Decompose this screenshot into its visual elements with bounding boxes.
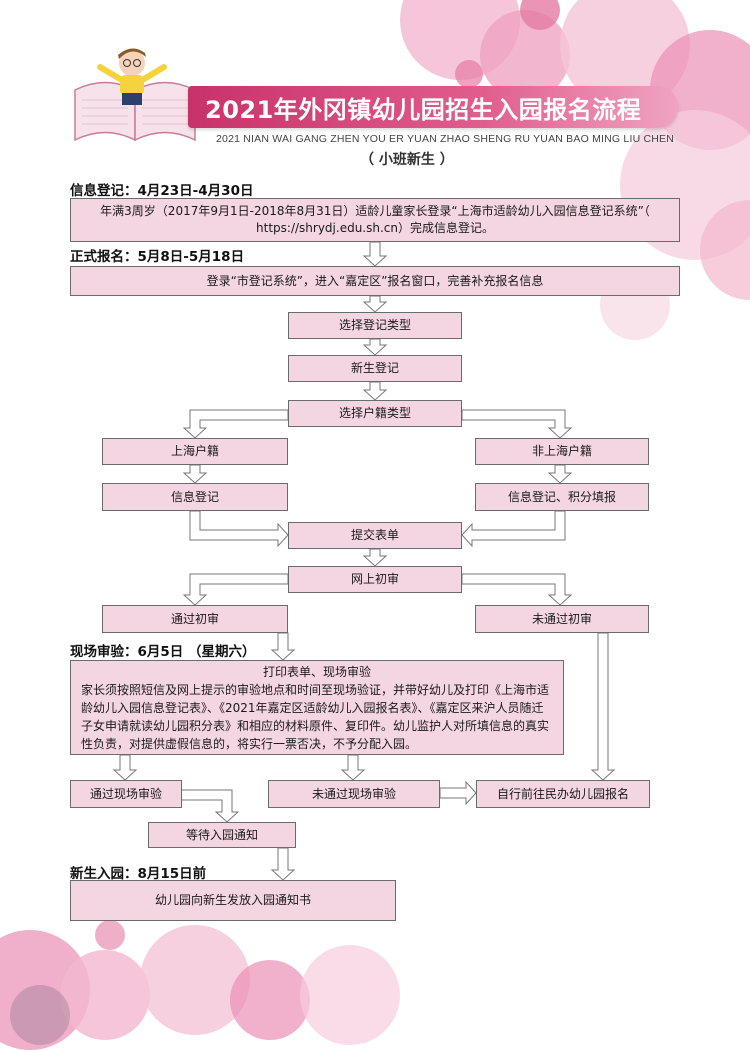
arrow-down-5 bbox=[362, 548, 388, 567]
choose-huji-type-step: 选择户籍类型 bbox=[288, 400, 462, 427]
section-onsite-check: 现场审验：6月5日 （星期六） bbox=[70, 644, 256, 660]
onsite-check-title: 打印表单、现场审验 bbox=[262, 664, 371, 679]
title-banner bbox=[188, 86, 678, 128]
pass-review-result: 通过初审 bbox=[102, 605, 288, 633]
watermark-logo: 上海 嘉定 bbox=[555, 908, 706, 943]
book-child-illustration bbox=[74, 48, 196, 142]
arrow-merge-left bbox=[189, 510, 289, 548]
title-pinyin: 2021 NIAN WAI GANG ZHEN YOU ER YUAN ZHAO… bbox=[216, 133, 675, 145]
page-subtitle: （ 小班新生 ） bbox=[360, 152, 454, 168]
onsite-check-body: 家长须按照短信及网上提示的审验地点和时间至现场验证，并带好幼儿及打印《上海市适龄… bbox=[81, 682, 550, 751]
submit-form-step: 提交表单 bbox=[288, 522, 462, 549]
arrow-pass-to-wait bbox=[179, 789, 240, 823]
arrow-down-right-1 bbox=[547, 464, 573, 484]
arrow-down-2 bbox=[362, 295, 388, 313]
wait-notice-step: 等待入园通知 bbox=[148, 822, 296, 848]
arrow-branch-right-review bbox=[461, 573, 573, 606]
section-info-register: 信息登记：4月23日-4月30日 bbox=[70, 183, 254, 199]
arrow-merge-right bbox=[461, 510, 566, 548]
arrow-pass-to-onsite bbox=[270, 632, 296, 661]
shanghai-huji-option: 上海户籍 bbox=[102, 438, 288, 465]
onsite-check-detail: 打印表单、现场审验 家长须按照短信及网上提示的审验地点和时间至现场验证，并带好幼… bbox=[70, 660, 564, 755]
arrow-branch-left-huji bbox=[182, 409, 289, 439]
non-shanghai-huji-option: 非上海户籍 bbox=[475, 438, 649, 465]
login-system-step: 登录“市登记系统”，进入“嘉定区”报名窗口，完善补充报名信息 bbox=[70, 266, 680, 296]
arrow-down-4 bbox=[362, 381, 388, 401]
choose-register-type-step: 选择登记类型 bbox=[288, 312, 462, 339]
info-register-description: 年满3周岁（2017年9月1日-2018年8月31日）适龄儿童家长登录“上海市适… bbox=[70, 198, 680, 242]
arrow-onsite-left bbox=[112, 754, 138, 781]
arrow-onsite-mid bbox=[340, 754, 366, 781]
section-formal-register: 正式报名：5月8日-5月18日 bbox=[70, 249, 245, 265]
arrow-fail-to-private bbox=[590, 632, 616, 781]
arrow-down-1 bbox=[362, 241, 388, 267]
new-student-register-step: 新生登记 bbox=[288, 355, 462, 382]
arrow-wait-to-issue bbox=[270, 847, 296, 881]
section-enroll: 新生入园：8月15日前 bbox=[70, 866, 207, 882]
arrow-branch-right-huji bbox=[461, 409, 573, 439]
arrow-down-left-1 bbox=[182, 464, 208, 484]
arrow-down-3 bbox=[362, 338, 388, 356]
info-register-left-step: 信息登记 bbox=[102, 483, 288, 511]
arrow-fail-onsite-to-private bbox=[439, 780, 477, 806]
pass-onsite-result: 通过现场审验 bbox=[70, 780, 182, 808]
online-review-step: 网上初审 bbox=[288, 566, 462, 593]
fail-onsite-result: 未通过现场审验 bbox=[268, 780, 440, 808]
issue-notice-step: 幼儿园向新生发放入园通知书 bbox=[70, 880, 396, 921]
fail-review-result: 未通过初审 bbox=[475, 605, 649, 633]
flow-arrows: .ar { fill:#ffffff; stroke:#777; stroke-… bbox=[112, 241, 616, 881]
info-register-points-step: 信息登记、积分填报 bbox=[475, 483, 649, 511]
private-kindergarten-step: 自行前往民办幼儿园报名 bbox=[476, 780, 650, 808]
page-title: 2021年外冈镇幼儿园招生入园报名流程 bbox=[205, 96, 642, 124]
arrow-branch-left-review bbox=[182, 573, 289, 606]
